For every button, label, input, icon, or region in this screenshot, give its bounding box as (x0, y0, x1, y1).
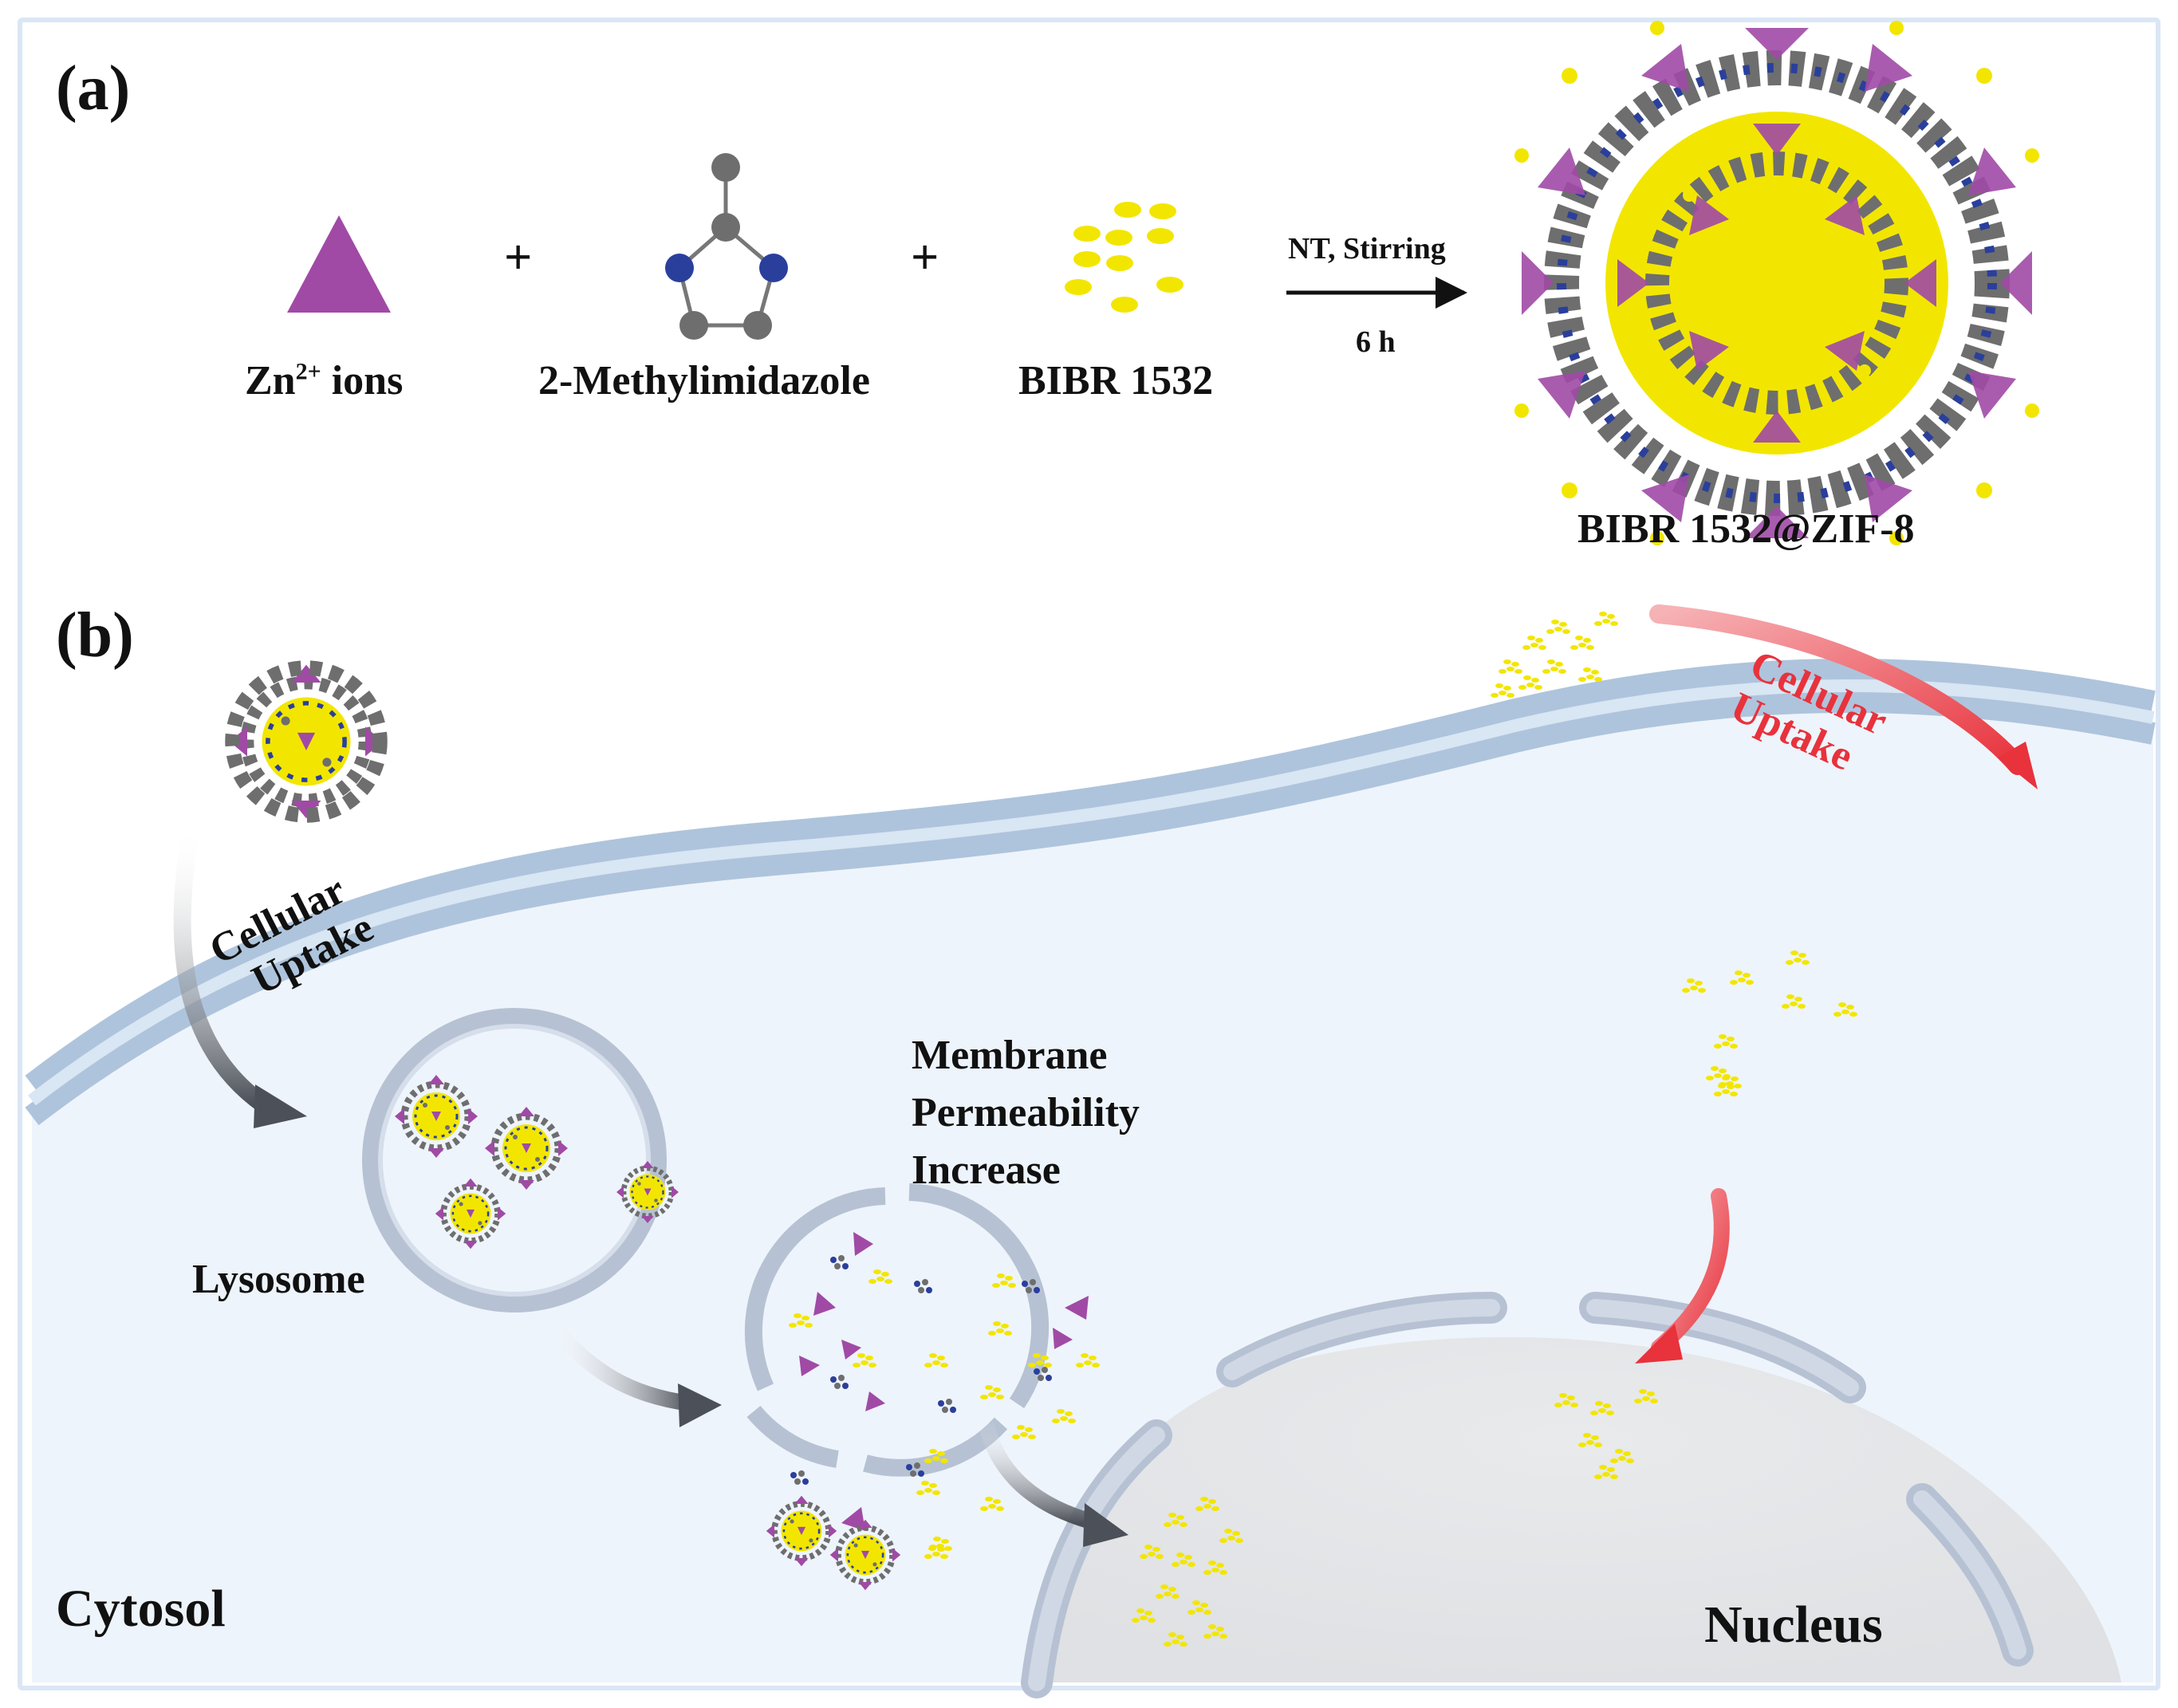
nucleus (1021, 1292, 2121, 1698)
lysosome-transition-arrow (542, 1316, 698, 1411)
reaction-condition-bottom: 6 h (1356, 325, 1396, 359)
plus-sign-1: + (504, 230, 533, 285)
right-uptake-arrow (1649, 604, 2027, 775)
cytosol-label: Cytosol (56, 1580, 226, 1638)
methylimidazole-label: 2-Methylimidazole (538, 358, 870, 403)
reaction-condition-top: NT, Stirring (1288, 232, 1446, 266)
panel-a-label: (a) (56, 53, 131, 124)
bibr-label: BIBR 1532 (1018, 358, 1214, 403)
membrane-permeability-label: Membrane Permeability Increase (912, 1033, 1140, 1193)
lysosome (362, 1008, 667, 1312)
plasma-membrane (25, 659, 2156, 1094)
methylimidazole-molecule-icon (665, 153, 788, 340)
bibr-dots-icon (1065, 202, 1184, 313)
zif8-framework-icon (1514, 21, 2039, 545)
lysosome-label: Lysosome (192, 1257, 365, 1302)
zn-ions-label: Zn2+ ions (245, 358, 404, 403)
zn-triangle-icon (287, 215, 391, 313)
nucleus-entry-arrow (977, 1411, 1105, 1531)
panel-b-label: (b) (56, 600, 134, 671)
zif8-nanoparticle-icon (230, 665, 383, 818)
nucleus-label: Nucleus (1704, 1596, 1883, 1654)
left-uptake-arrow (173, 817, 272, 1113)
plus-sign-2: + (911, 230, 939, 285)
product-label: BIBR 1532@ZIF-8 (1577, 506, 1915, 552)
